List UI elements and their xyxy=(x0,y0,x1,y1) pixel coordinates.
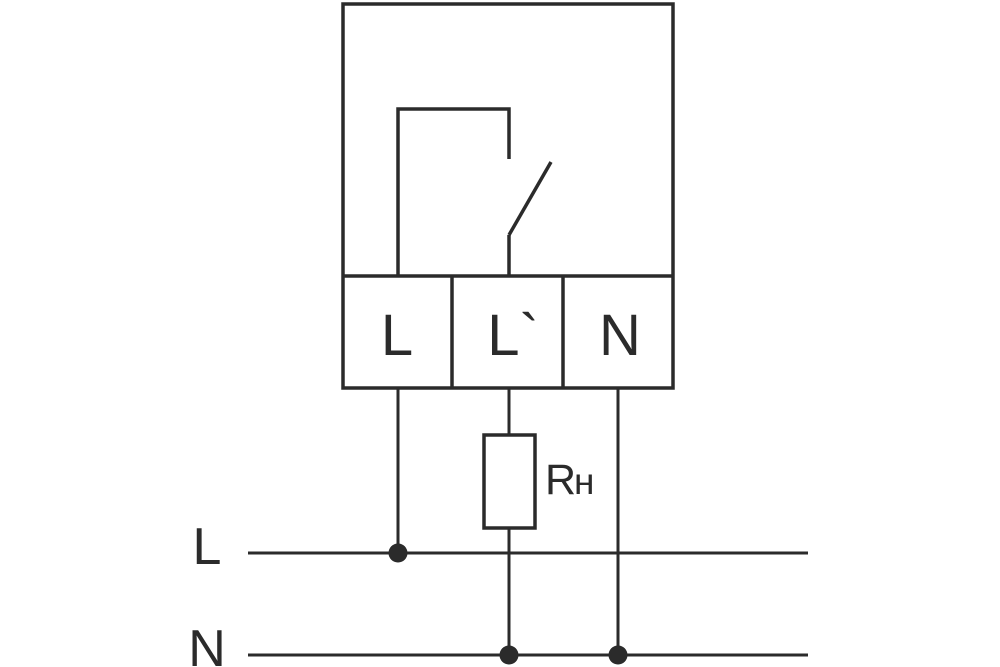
junction-dot-n-line-load xyxy=(499,645,519,665)
supply-label-l: L xyxy=(193,518,222,576)
junction-dot-n-line-terminal xyxy=(608,645,628,665)
load-label-sub: н xyxy=(574,461,594,502)
switch-blade xyxy=(507,161,553,236)
junction-dot-l-line xyxy=(388,543,408,563)
switch-left-lead xyxy=(396,107,511,276)
resistor-symbol xyxy=(482,433,537,530)
supply-label-n: N xyxy=(188,620,226,667)
terminal-label-lprime: L` xyxy=(487,303,539,368)
terminal-label-n: N xyxy=(599,303,641,368)
diagram-lines xyxy=(248,2,808,657)
diagram-labels: L L` N R н L N xyxy=(188,303,641,667)
load-label-main: R xyxy=(545,456,576,504)
terminal-label-l: L xyxy=(381,303,413,368)
junction-dots xyxy=(388,543,628,665)
